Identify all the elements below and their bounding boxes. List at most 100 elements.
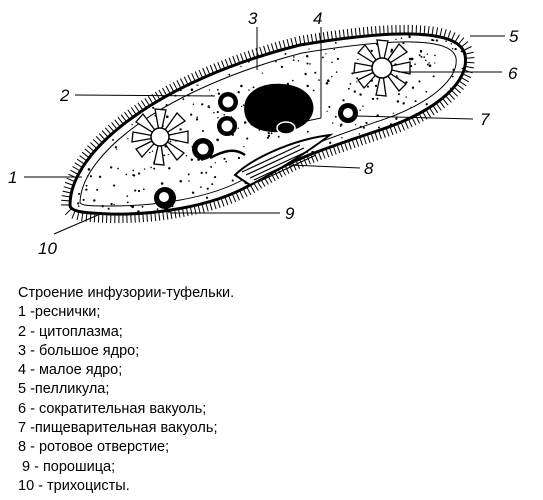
granule [169, 140, 172, 143]
granule [291, 79, 294, 82]
granule [132, 169, 135, 172]
granule [223, 157, 226, 160]
granule [426, 63, 429, 66]
granule [463, 114, 465, 117]
granule [386, 163, 389, 166]
granule [151, 39, 154, 42]
granule [70, 122, 71, 125]
granule [443, 154, 446, 157]
granule [243, 145, 245, 148]
food-vacuole [192, 138, 214, 160]
granule [338, 183, 340, 185]
micronucleus [276, 121, 296, 135]
granule [261, 193, 263, 195]
granule [425, 103, 428, 106]
cilium [249, 184, 256, 193]
granule [262, 38, 264, 41]
granule [434, 54, 436, 57]
granule [321, 56, 324, 59]
granule [396, 183, 400, 186]
granule [327, 79, 330, 82]
granule [195, 118, 199, 121]
granule [363, 187, 366, 189]
granule [306, 130, 309, 133]
callout-8: 8 [364, 159, 374, 178]
granule [467, 43, 469, 45]
granule [415, 179, 418, 182]
callout-4: 4 [313, 9, 322, 28]
granule [351, 169, 354, 172]
granule [127, 138, 129, 140]
granule [137, 189, 141, 193]
granule [326, 110, 328, 112]
granule [142, 98, 145, 101]
granule [116, 148, 118, 150]
granule [274, 218, 276, 220]
granule [444, 160, 446, 163]
granule [125, 173, 128, 176]
granule [390, 50, 393, 53]
granule [131, 205, 134, 209]
granule [237, 91, 240, 94]
granule [92, 81, 95, 83]
food-vacuole [154, 187, 176, 209]
granule [434, 62, 436, 64]
cilium [282, 39, 286, 49]
cilium [74, 162, 83, 168]
granule [362, 126, 365, 129]
oral-groove [233, 133, 334, 187]
granule [408, 206, 411, 209]
granule [444, 137, 447, 140]
granule [325, 53, 327, 55]
granule [444, 104, 447, 107]
granule [228, 73, 231, 76]
granule [346, 158, 348, 161]
granule [334, 41, 337, 44]
granule [370, 178, 373, 181]
granule [77, 202, 80, 205]
granule [153, 41, 156, 44]
granule [457, 160, 459, 163]
granule [225, 160, 228, 163]
granule [117, 67, 120, 70]
granule [438, 180, 440, 182]
granule [137, 44, 139, 46]
cilium [213, 200, 217, 210]
granule [179, 180, 182, 183]
granule [412, 164, 414, 166]
granule [438, 30, 439, 31]
granule [223, 114, 225, 116]
granule [218, 55, 221, 58]
granule [467, 36, 468, 37]
granule [126, 195, 129, 197]
granule [346, 204, 348, 207]
granule [353, 90, 356, 93]
granule [264, 29, 266, 31]
granule [362, 105, 364, 107]
granule [425, 90, 428, 93]
granule [156, 208, 159, 210]
granule [190, 113, 193, 116]
granule [446, 189, 450, 193]
granule [156, 53, 159, 56]
granule [78, 205, 80, 207]
granule [137, 172, 141, 175]
granule [358, 133, 361, 135]
granule [348, 87, 350, 90]
granule [389, 154, 392, 157]
granule [438, 176, 441, 179]
granule [84, 55, 86, 57]
granule [376, 135, 380, 138]
granule [269, 185, 272, 188]
granule [405, 81, 408, 84]
granule [433, 191, 436, 194]
granule [71, 70, 74, 73]
granule [102, 47, 105, 50]
granule [410, 131, 412, 133]
granule [395, 75, 398, 77]
granule [350, 175, 353, 178]
granule [86, 175, 89, 177]
granule [270, 132, 273, 135]
granule [200, 171, 203, 175]
granule [227, 33, 230, 36]
